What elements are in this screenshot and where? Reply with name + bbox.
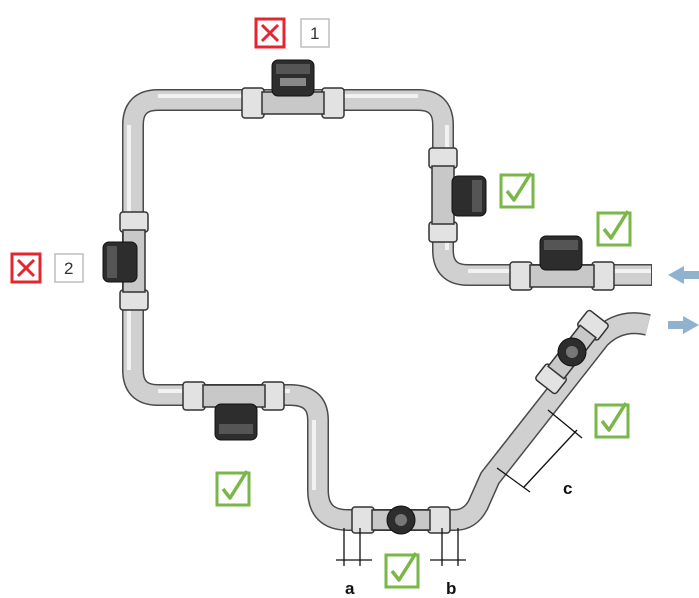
number-badge-1-text: 1 xyxy=(310,24,319,43)
x-icon xyxy=(10,252,42,284)
number-badge-1: 1 xyxy=(300,18,330,48)
number-badge-2-text: 2 xyxy=(64,259,73,278)
heat-meter-left xyxy=(102,211,149,311)
dimension-label-c: c xyxy=(563,479,572,498)
heat-meter-right xyxy=(428,147,487,243)
heat-meter-top xyxy=(241,59,345,119)
check-icon xyxy=(594,402,630,439)
dimension-label-b: b xyxy=(446,579,456,598)
dimension-a xyxy=(336,528,372,566)
heat-meter-bottom-left xyxy=(182,381,285,441)
check-icon xyxy=(596,210,632,247)
ball-valve-diagonal xyxy=(535,309,609,395)
heat-meter-right-horizontal xyxy=(509,235,615,291)
check-icon xyxy=(499,172,535,209)
x-icon xyxy=(254,17,286,49)
arrow-right-icon xyxy=(668,316,699,334)
arrow-left-icon xyxy=(668,266,699,284)
dimension-c xyxy=(496,409,583,493)
dimension-label-a: a xyxy=(345,579,355,598)
check-icon xyxy=(215,470,251,507)
supply-pipe xyxy=(348,312,651,531)
return-pipe xyxy=(122,89,652,531)
check-icon xyxy=(384,552,420,589)
ball-valve-bottom xyxy=(351,505,451,535)
dimension-b xyxy=(430,528,466,566)
number-badge-2: 2 xyxy=(54,253,84,283)
